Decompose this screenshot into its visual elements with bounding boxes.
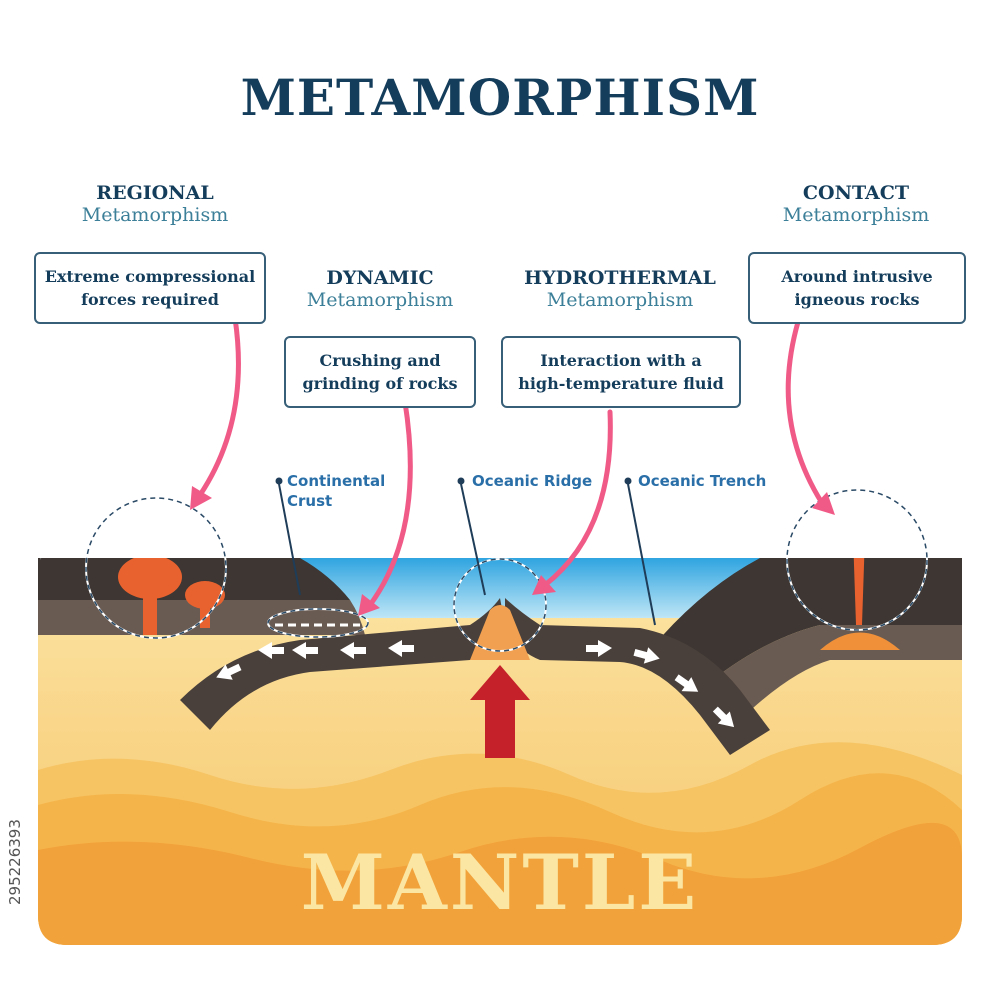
magma-body-large [118, 558, 182, 599]
regional-pointer-arrow [197, 315, 241, 498]
continental-crust-label: Continental Crust [287, 472, 385, 511]
oceanic-trench-leader [627, 483, 656, 626]
volcano [790, 505, 920, 558]
hydrothermal-pointer-arrow [542, 409, 613, 588]
dynamic-subtitle: Metamorphism [306, 288, 454, 311]
oceanic-trench-label: Oceanic Trench [638, 472, 767, 490]
hydrothermal-desc-line1: Interaction with a [540, 350, 702, 370]
contact-pointer-arrow [785, 319, 825, 506]
oceanic-ridge-leader [460, 483, 486, 596]
contact-title: CONTACT [802, 182, 910, 204]
hydrothermal-heading: HYDROTHERMAL Metamorphism [500, 267, 740, 312]
dynamic-description-box: Crushing and grinding of rocks [284, 336, 476, 408]
continental-crust-line2: Crust [287, 491, 333, 510]
stock-image-id: 295226393 [6, 819, 24, 905]
mantle-wave-3 [38, 822, 962, 945]
continental-crust-left [38, 558, 350, 600]
plate-motion-arrows-left [216, 640, 414, 680]
dynamic-desc-line1: Crushing and [319, 350, 441, 370]
magma-body-small [185, 581, 225, 609]
magma-chamber [820, 632, 900, 650]
regional-title: REGIONAL [96, 182, 214, 204]
ridge-magma [470, 605, 530, 660]
oceanic-plate-right [505, 598, 770, 755]
oceanic-ridge-label: Oceanic Ridge [472, 472, 593, 490]
contact-desc-line2: igneous rocks [794, 290, 920, 309]
contact-description-box: Around intrusive igneous rocks [748, 252, 966, 324]
page-title: METAMORPHISM [240, 68, 760, 127]
contact-desc-line1: Around intrusive [781, 266, 933, 286]
continental-crust-right [650, 558, 962, 690]
dynamic-desc-line2: grinding of rocks [302, 374, 458, 393]
mountain [40, 558, 300, 560]
dynamic-heading: DYNAMIC Metamorphism [270, 267, 490, 312]
dynamic-pointer-arrow [367, 399, 413, 608]
regional-heading: REGIONAL Metamorphism [35, 182, 275, 227]
regional-description-box: Extreme compressional forces required [34, 252, 266, 324]
regional-desc-line1: Extreme compressional [44, 266, 256, 286]
continental-crust-leader [278, 483, 301, 596]
upwelling-arrow [470, 665, 530, 758]
mantle-label: MANTLE [300, 838, 700, 927]
plate-motion-arrows-right [586, 640, 735, 728]
oceanic-plate-left [180, 598, 505, 730]
hydrothermal-desc-line2: high-temperature fluid [518, 374, 724, 393]
contact-subtitle: Metamorphism [782, 203, 930, 226]
regional-subtitle: Metamorphism [81, 203, 229, 226]
pointer-arrows [197, 315, 825, 608]
hydrothermal-description-box: Interaction with a high-temperature flui… [501, 336, 741, 408]
hydrothermal-subtitle: Metamorphism [546, 288, 694, 311]
hydrothermal-title: HYDROTHERMAL [524, 267, 716, 289]
dynamic-title: DYNAMIC [326, 267, 434, 289]
contact-heading: CONTACT Metamorphism [738, 182, 974, 227]
continental-crust-line1: Continental [287, 472, 386, 490]
regional-desc-line2: forces required [81, 290, 219, 309]
